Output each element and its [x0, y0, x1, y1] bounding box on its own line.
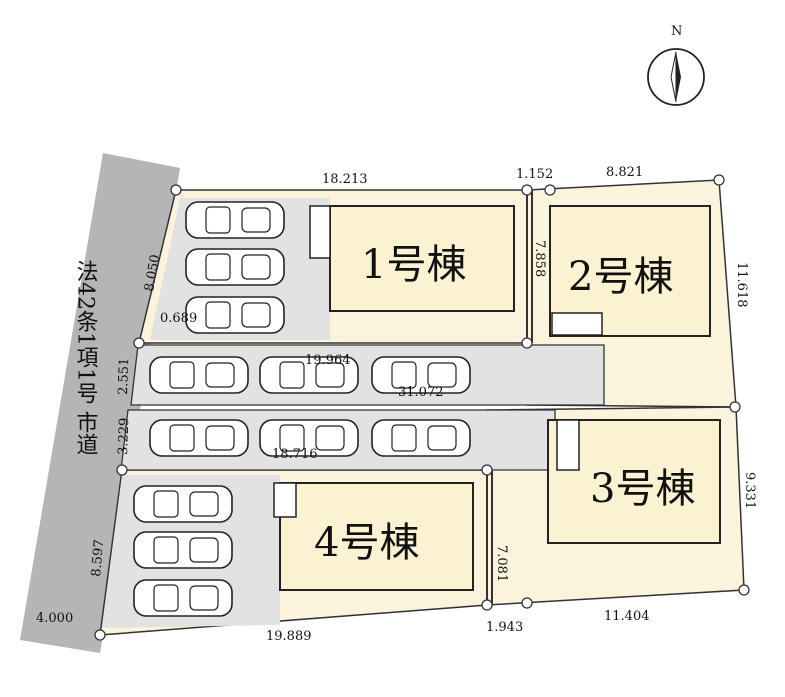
building-3-label: 3号棟	[590, 466, 695, 512]
dim-bottom-4: 19.889	[266, 629, 312, 644]
car-icon	[371, 419, 471, 457]
dim-top-2: 8.821	[606, 165, 643, 180]
dim-right-3: 9.331	[742, 472, 757, 509]
compass-letter: N	[671, 24, 682, 39]
dim-inner-2-left: 7.858	[532, 240, 547, 277]
boundary-post	[544, 184, 556, 196]
boundary-post	[713, 174, 725, 186]
porch-2	[551, 312, 603, 336]
boundary-post	[521, 184, 533, 196]
dim-inner-3-left: 7.081	[494, 545, 509, 582]
car-icon	[133, 485, 233, 523]
dim-bottom-3: 11.404	[604, 609, 650, 624]
boundary-post	[729, 401, 741, 413]
boundary-post	[521, 337, 533, 349]
dim-left-4: 8.597	[89, 539, 107, 577]
building-1	[329, 205, 515, 312]
dim-left-drive2: 3.229	[116, 417, 132, 455]
dim-top-gap: 1.152	[516, 167, 553, 182]
car-icon	[149, 419, 249, 457]
boundary-post	[521, 597, 533, 609]
dim-drive-top-right: 31.072	[398, 385, 444, 400]
car-icon	[133, 531, 233, 569]
car-icon	[133, 579, 233, 617]
building-4-label: 4号棟	[314, 520, 419, 566]
building-4	[279, 482, 474, 591]
public-road	[20, 153, 180, 653]
car-icon	[185, 201, 285, 239]
dim-bottom-gap: 1.943	[486, 620, 523, 635]
dim-top-1: 18.213	[322, 172, 368, 187]
porch-3	[556, 419, 580, 471]
car-icon	[185, 248, 285, 286]
dim-corner-1: 0.689	[160, 311, 197, 326]
car-icon	[259, 419, 359, 457]
road-label: 法42条1項1号 市道	[73, 260, 99, 455]
driveway-top	[130, 344, 605, 406]
car-icon	[185, 296, 285, 334]
dim-drive-bottom: 18.716	[272, 447, 318, 462]
north-arrow-icon	[647, 48, 705, 106]
car-icon	[149, 356, 249, 394]
boundary-post	[738, 584, 750, 596]
building-2-label: 2号棟	[568, 254, 673, 300]
boundary-post	[481, 599, 493, 611]
dim-left-1: 8.050	[142, 253, 163, 292]
dim-left-drive: 2.551	[116, 357, 132, 395]
dim-drive-top: 19.964	[305, 353, 351, 368]
porch-1	[309, 205, 331, 259]
car-icon	[259, 356, 359, 394]
dim-right-2: 11.618	[734, 262, 749, 308]
boundary-post	[116, 464, 128, 476]
boundary-post	[481, 464, 493, 476]
porch-4	[273, 482, 297, 518]
car-icon	[371, 356, 471, 394]
boundary-post	[133, 337, 145, 349]
building-1-label: 1号棟	[361, 242, 466, 288]
boundary-post	[94, 629, 106, 641]
boundary-post	[170, 184, 182, 196]
dim-road-width: 4.000	[36, 611, 73, 626]
